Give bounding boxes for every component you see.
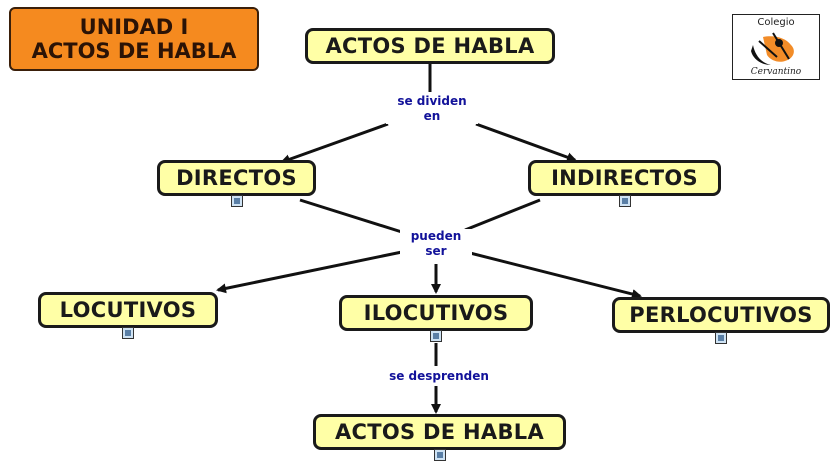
image-icon[interactable]	[715, 332, 727, 344]
image-icon[interactable]	[122, 327, 134, 339]
node-ilocutivos-label: ILOCUTIVOS	[363, 301, 509, 325]
image-icon[interactable]	[430, 330, 442, 342]
unit-title-line2: ACTOS DE HABLA	[31, 39, 237, 63]
edge-dividen-to-indirectos	[475, 122, 577, 162]
image-icon[interactable]	[618, 195, 631, 207]
concept-map-icon[interactable]	[433, 449, 446, 461]
edge-directos-to-pueden	[299, 198, 406, 235]
link-se-desprenden: se desprenden	[379, 369, 499, 384]
node-actos-de-habla-bottom-label: ACTOS DE HABLA	[334, 420, 545, 444]
unit-title-box: UNIDAD I ACTOS DE HABLA	[9, 7, 259, 71]
node-actos-de-habla-root-label: ACTOS DE HABLA	[325, 34, 535, 58]
node-actos-de-habla-root[interactable]: ACTOS DE HABLA	[305, 28, 555, 64]
link-se-dividen-line1: se dividen	[397, 94, 467, 108]
node-perlocutivos-label: PERLOCUTIVOS	[629, 303, 813, 327]
node-actos-de-habla-bottom[interactable]: ACTOS DE HABLA	[313, 414, 566, 461]
link-pueden-line2: ser	[425, 244, 447, 258]
school-logo: Colegio Cervantino	[732, 14, 820, 80]
node-indirectos[interactable]: INDIRECTOS	[528, 160, 721, 207]
logo-top-text: Colegio	[757, 17, 795, 28]
link-pueden-line1: pueden	[410, 229, 462, 243]
unit-title-line1: UNIDAD I	[79, 15, 189, 39]
edge-pueden-to-locutivos	[216, 250, 403, 294]
link-se-desprenden-label: se desprenden	[389, 369, 489, 383]
image-icon[interactable]	[230, 195, 243, 207]
node-locutivos-label: LOCUTIVOS	[59, 298, 197, 322]
edge-indirectos-to-pueden	[464, 198, 541, 232]
link-pueden-ser: pueden ser	[400, 229, 472, 259]
logo-bottom-text: Cervantino	[750, 67, 802, 77]
don-quixote-icon	[751, 32, 794, 65]
link-se-dividen-en: se dividen en	[386, 94, 478, 124]
node-directos[interactable]: DIRECTOS	[157, 160, 316, 207]
node-locutivos[interactable]: LOCUTIVOS	[38, 292, 218, 339]
node-ilocutivos[interactable]: ILOCUTIVOS	[339, 295, 533, 342]
node-indirectos-label: INDIRECTOS	[551, 166, 698, 190]
node-perlocutivos[interactable]: PERLOCUTIVOS	[612, 297, 830, 344]
edge-pueden-to-perlocutivos	[465, 250, 642, 299]
edge-dividen-to-directos	[280, 122, 389, 165]
node-directos-label: DIRECTOS	[176, 166, 297, 190]
link-se-dividen-line2: en	[423, 109, 441, 123]
